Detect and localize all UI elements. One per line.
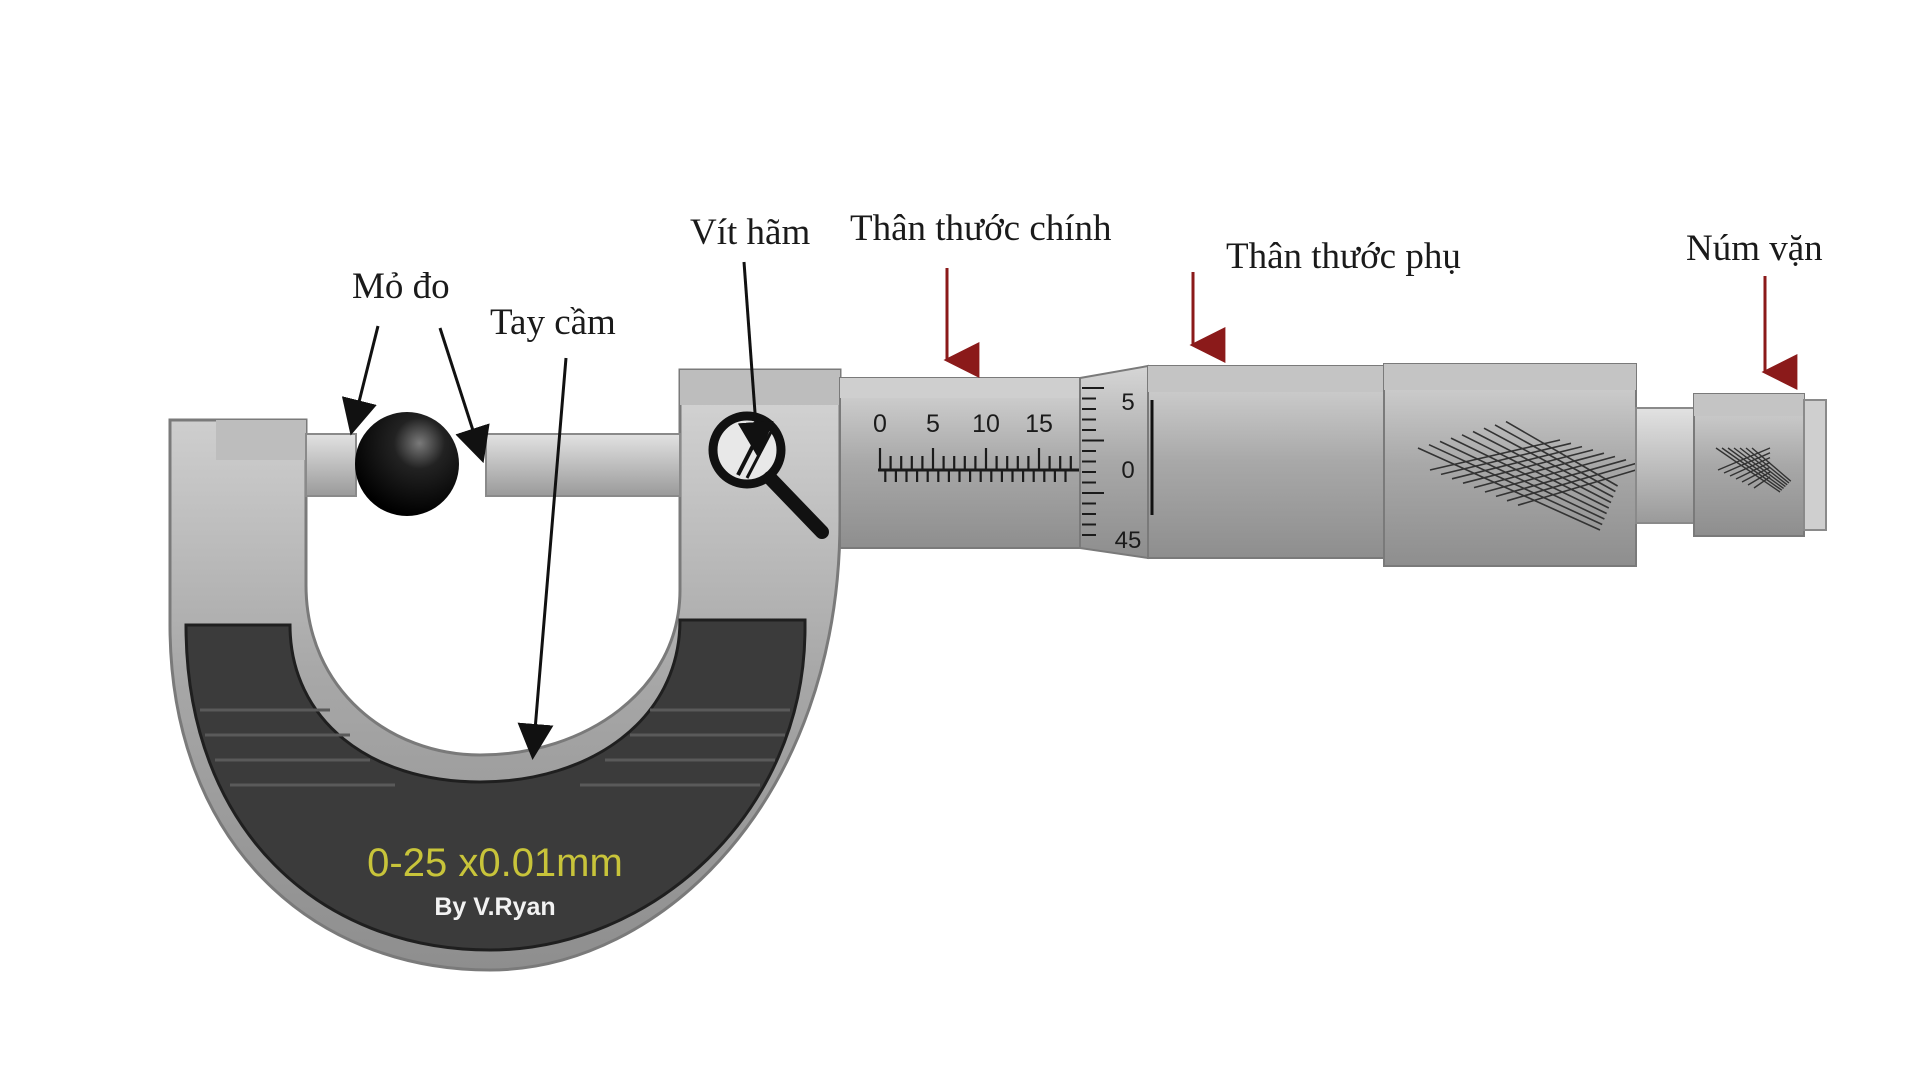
label-sleeve: Thân thước chính — [850, 208, 1112, 249]
knurl-line — [1747, 471, 1771, 486]
frame-grip: 0-25 x0.01mm By V.Ryan — [184, 618, 807, 952]
knurl-line — [1517, 465, 1649, 506]
thimble-tick-label: 45 — [1115, 527, 1142, 554]
knurl-line — [1440, 442, 1572, 476]
sleeve-tick-label: 5 — [926, 410, 940, 438]
knurled-sleeve — [1383, 363, 1649, 567]
label-anvils: Mỏ đo — [352, 266, 450, 307]
knurl-line — [1741, 466, 1771, 483]
knurl-line — [1450, 437, 1607, 515]
ratchet-knob — [1693, 393, 1827, 537]
red-arrows — [943, 268, 1798, 390]
label-thimble: Thân thước phụ — [1226, 236, 1461, 277]
knurl-line — [1751, 447, 1792, 482]
thimble-scale-labels: 5 0 45 — [1115, 389, 1142, 554]
measured-ball — [355, 412, 459, 516]
label-lock: Vít hãm — [690, 212, 811, 253]
knurl-line — [1495, 459, 1627, 498]
sleeve-tick-label: 10 — [972, 410, 1000, 438]
knurl-line — [1505, 420, 1618, 487]
lock-arrow — [737, 261, 774, 458]
frame-arrow — [517, 357, 568, 760]
knurl-line — [1494, 424, 1616, 493]
spindle — [485, 433, 681, 497]
knurl-line — [1745, 447, 1790, 484]
sleeve-scale-ticks — [878, 448, 1072, 482]
sleeve-scale-labels: 0 5 10 15 — [873, 410, 1053, 438]
thimble-scale: 5 0 45 — [1079, 364, 1149, 560]
thimble-scale-ticks — [1082, 387, 1104, 536]
knurl-line — [1417, 447, 1601, 531]
knurl-line — [1484, 455, 1616, 493]
frame-author-text: By V.Ryan — [434, 893, 555, 921]
thimble-tick-label: 5 — [1121, 389, 1134, 416]
anvil-arrows — [341, 325, 490, 464]
knurl-line — [1439, 440, 1605, 520]
knurl-line — [1472, 430, 1612, 504]
knurl-line — [1727, 447, 1785, 489]
knurl-line — [1735, 461, 1771, 480]
label-frame: Tay cầm — [490, 302, 616, 343]
knurl-line — [1483, 427, 1614, 498]
sleeve-tick-label: 0 — [873, 410, 887, 438]
knurl-line — [1506, 462, 1638, 502]
knurl-line — [1462, 449, 1594, 484]
knurl-line — [1428, 443, 1603, 526]
sleeve-tick-label: 15 — [1025, 410, 1053, 438]
frame-spec-text: 0-25 x0.01mm — [367, 841, 623, 885]
sleeve: 0 5 10 15 — [839, 377, 1081, 549]
anvil — [305, 433, 357, 497]
knurl-line — [1721, 447, 1783, 491]
ratchet-shaft — [1635, 407, 1695, 524]
knurl-line — [1715, 447, 1781, 493]
knurl-line — [1729, 456, 1771, 477]
knurl-line — [1473, 452, 1605, 489]
label-ratchet: Núm vặn — [1686, 228, 1823, 269]
knurl-line — [1739, 447, 1788, 486]
knurl-line — [1753, 476, 1771, 489]
knurl-line — [1429, 439, 1561, 471]
thimble-tick-label: 0 — [1121, 457, 1134, 484]
thimble — [1147, 365, 1385, 559]
